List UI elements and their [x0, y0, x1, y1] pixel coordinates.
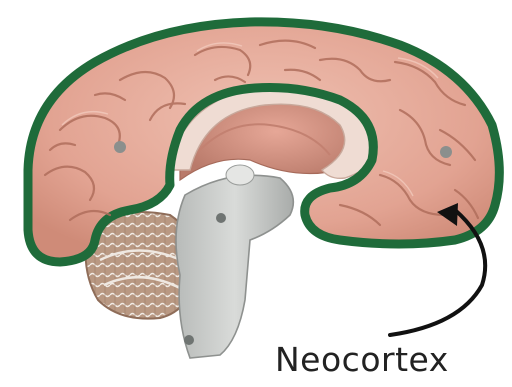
cortex-pin-right: [440, 146, 452, 158]
brainstem-pin-lower: [184, 335, 194, 345]
neocortex-label: Neocortex: [275, 340, 449, 380]
brainstem: [176, 165, 293, 358]
brainstem-pin: [216, 213, 226, 223]
cortex-pin-left: [114, 141, 126, 153]
